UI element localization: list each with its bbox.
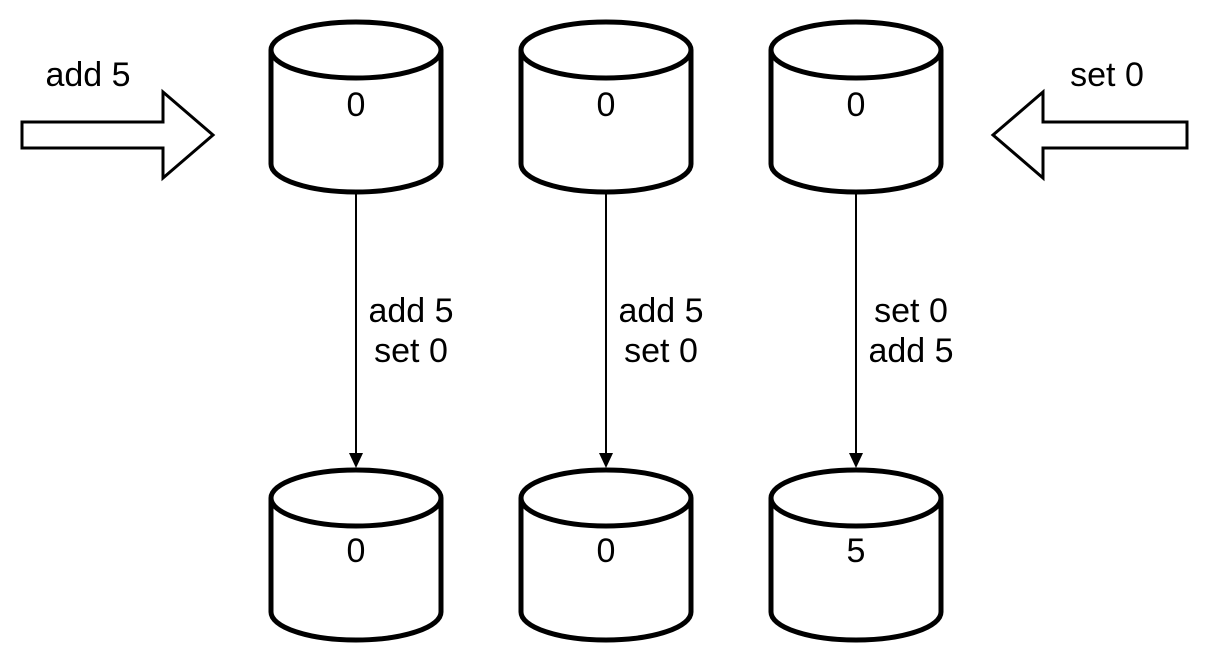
top-cylinder-1 [268,19,444,195]
connector-2-op-1: add 5 [618,292,704,330]
bottom-cylinder-2 [518,467,694,643]
bottom-cylinder-1 [268,467,444,643]
connector-3-op-2: add 5 [868,332,954,370]
bottom-cylinder-3-value: 5 [846,532,866,570]
inflow-block-arrow [20,88,216,182]
connector-arrow-1 [349,192,363,468]
bottom-cylinder-3 [768,467,944,643]
bottom-cylinder-1-value: 0 [346,532,366,570]
connector-1-op-1: add 5 [368,292,454,330]
top-cylinder-3-value: 0 [846,86,866,124]
inflow-arrow-label: add 5 [45,56,131,94]
connector-2-label: add 5 set 0 [618,291,703,371]
top-cylinder-2 [518,19,694,195]
outflow-block-arrow [990,88,1189,182]
connector-3-label: set 0 add 5 [868,291,953,371]
top-cylinder-1-value: 0 [346,86,366,124]
top-cylinder-2-value: 0 [596,86,616,124]
connector-3-op-1: set 0 [874,292,948,330]
bottom-cylinder-2-value: 0 [596,532,616,570]
connector-1-label: add 5 set 0 [368,291,453,371]
outflow-arrow-label: set 0 [1070,56,1144,94]
connector-1-op-2: set 0 [374,332,448,370]
connector-arrow-3 [849,192,863,468]
top-cylinder-3 [768,19,944,195]
connector-arrow-2 [599,192,613,468]
connector-2-op-2: set 0 [624,332,698,370]
